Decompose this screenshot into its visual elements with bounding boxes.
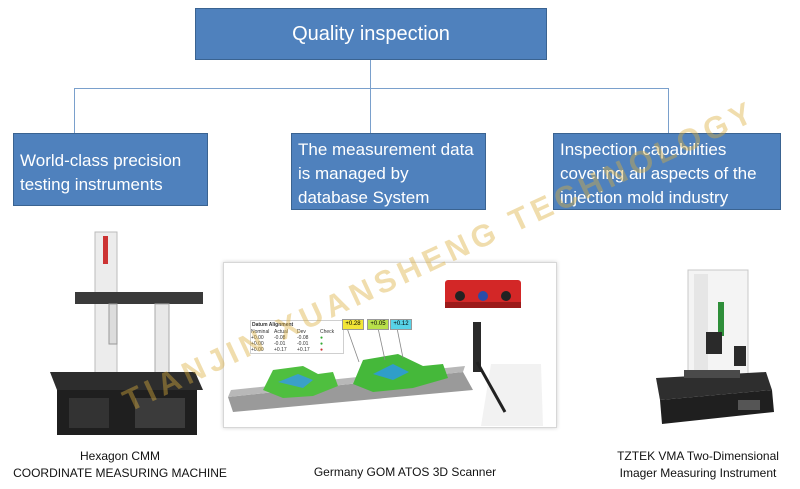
vma-instrument-image bbox=[656, 269, 774, 424]
table-cell: +0.17 bbox=[297, 347, 310, 353]
deviation-tag: +0.28 bbox=[342, 319, 364, 330]
table-row: +0.00 +0.17 +0.17 ● bbox=[251, 347, 343, 353]
table-header-cell: Actual bbox=[274, 329, 288, 335]
connector-horizontal bbox=[74, 88, 669, 89]
table-cell: +0.00 bbox=[251, 341, 264, 347]
table-cell: -0.01 bbox=[297, 341, 309, 347]
cmm-caption-line2: COORDINATE MEASURING MACHINE bbox=[13, 466, 227, 480]
cmm-caption: Hexagon CMM COORDINATE MEASURING MACHINE bbox=[0, 448, 240, 482]
deviation-tag: +0.05 bbox=[367, 319, 389, 330]
table-header-cell: Dev bbox=[297, 329, 306, 335]
cmm-machine-image bbox=[50, 231, 203, 435]
table-cell: +0.00 bbox=[251, 335, 264, 341]
check-icon: ● bbox=[320, 347, 324, 353]
inspection-table: Datum Alignment Nominal Actual Dev Check… bbox=[250, 320, 344, 354]
table-header-cell: Nominal bbox=[251, 329, 270, 335]
connector-child-3 bbox=[668, 88, 669, 133]
inspection-table-title: Datum Alignment bbox=[252, 322, 294, 328]
root-node: Quality inspection bbox=[195, 8, 547, 60]
table-cell: -0.08 bbox=[297, 335, 309, 341]
child-node-label: World-class precision testing instrument… bbox=[20, 151, 182, 194]
table-cell: +0.17 bbox=[274, 347, 287, 353]
check-icon: ● bbox=[320, 341, 324, 347]
table-header-cell: Check bbox=[320, 329, 335, 335]
root-node-label: Quality inspection bbox=[292, 22, 450, 45]
connector-child-2 bbox=[370, 88, 371, 133]
child-node-label: Inspection capabilities covering all asp… bbox=[560, 140, 757, 207]
table-cell: +0.00 bbox=[251, 347, 264, 353]
child-node-database-system: The measurement data is managed by datab… bbox=[291, 133, 486, 210]
child-node-inspection-capabilities: Inspection capabilities covering all asp… bbox=[553, 133, 781, 210]
child-node-precision-instruments: World-class precision testing instrument… bbox=[13, 133, 208, 206]
child-node-label: The measurement data is managed by datab… bbox=[298, 140, 474, 207]
check-icon: ● bbox=[320, 335, 324, 341]
scanner-caption: Germany GOM ATOS 3D Scanner bbox=[313, 465, 497, 479]
inspection-table-header: Nominal Actual Dev Check bbox=[251, 329, 343, 335]
vma-caption-line2: Imager Measuring Instrument bbox=[619, 466, 777, 480]
vma-caption: TZTEK VMA Two-Dimensional Imager Measuri… bbox=[598, 448, 798, 482]
connector-root-down bbox=[370, 60, 371, 89]
table-row: +0.00 -0.08 -0.08 ● bbox=[251, 335, 343, 341]
vma-caption-line1: TZTEK VMA Two-Dimensional bbox=[617, 449, 779, 463]
deviation-tag: +0.12 bbox=[390, 319, 412, 330]
scanner-scene-image bbox=[228, 280, 543, 426]
table-cell: -0.08 bbox=[274, 335, 286, 341]
table-row: +0.00 -0.01 -0.01 ● bbox=[251, 341, 343, 347]
connector-child-1 bbox=[74, 88, 75, 133]
cmm-caption-line1: Hexagon CMM bbox=[79, 449, 161, 463]
table-cell: -0.01 bbox=[274, 341, 286, 347]
